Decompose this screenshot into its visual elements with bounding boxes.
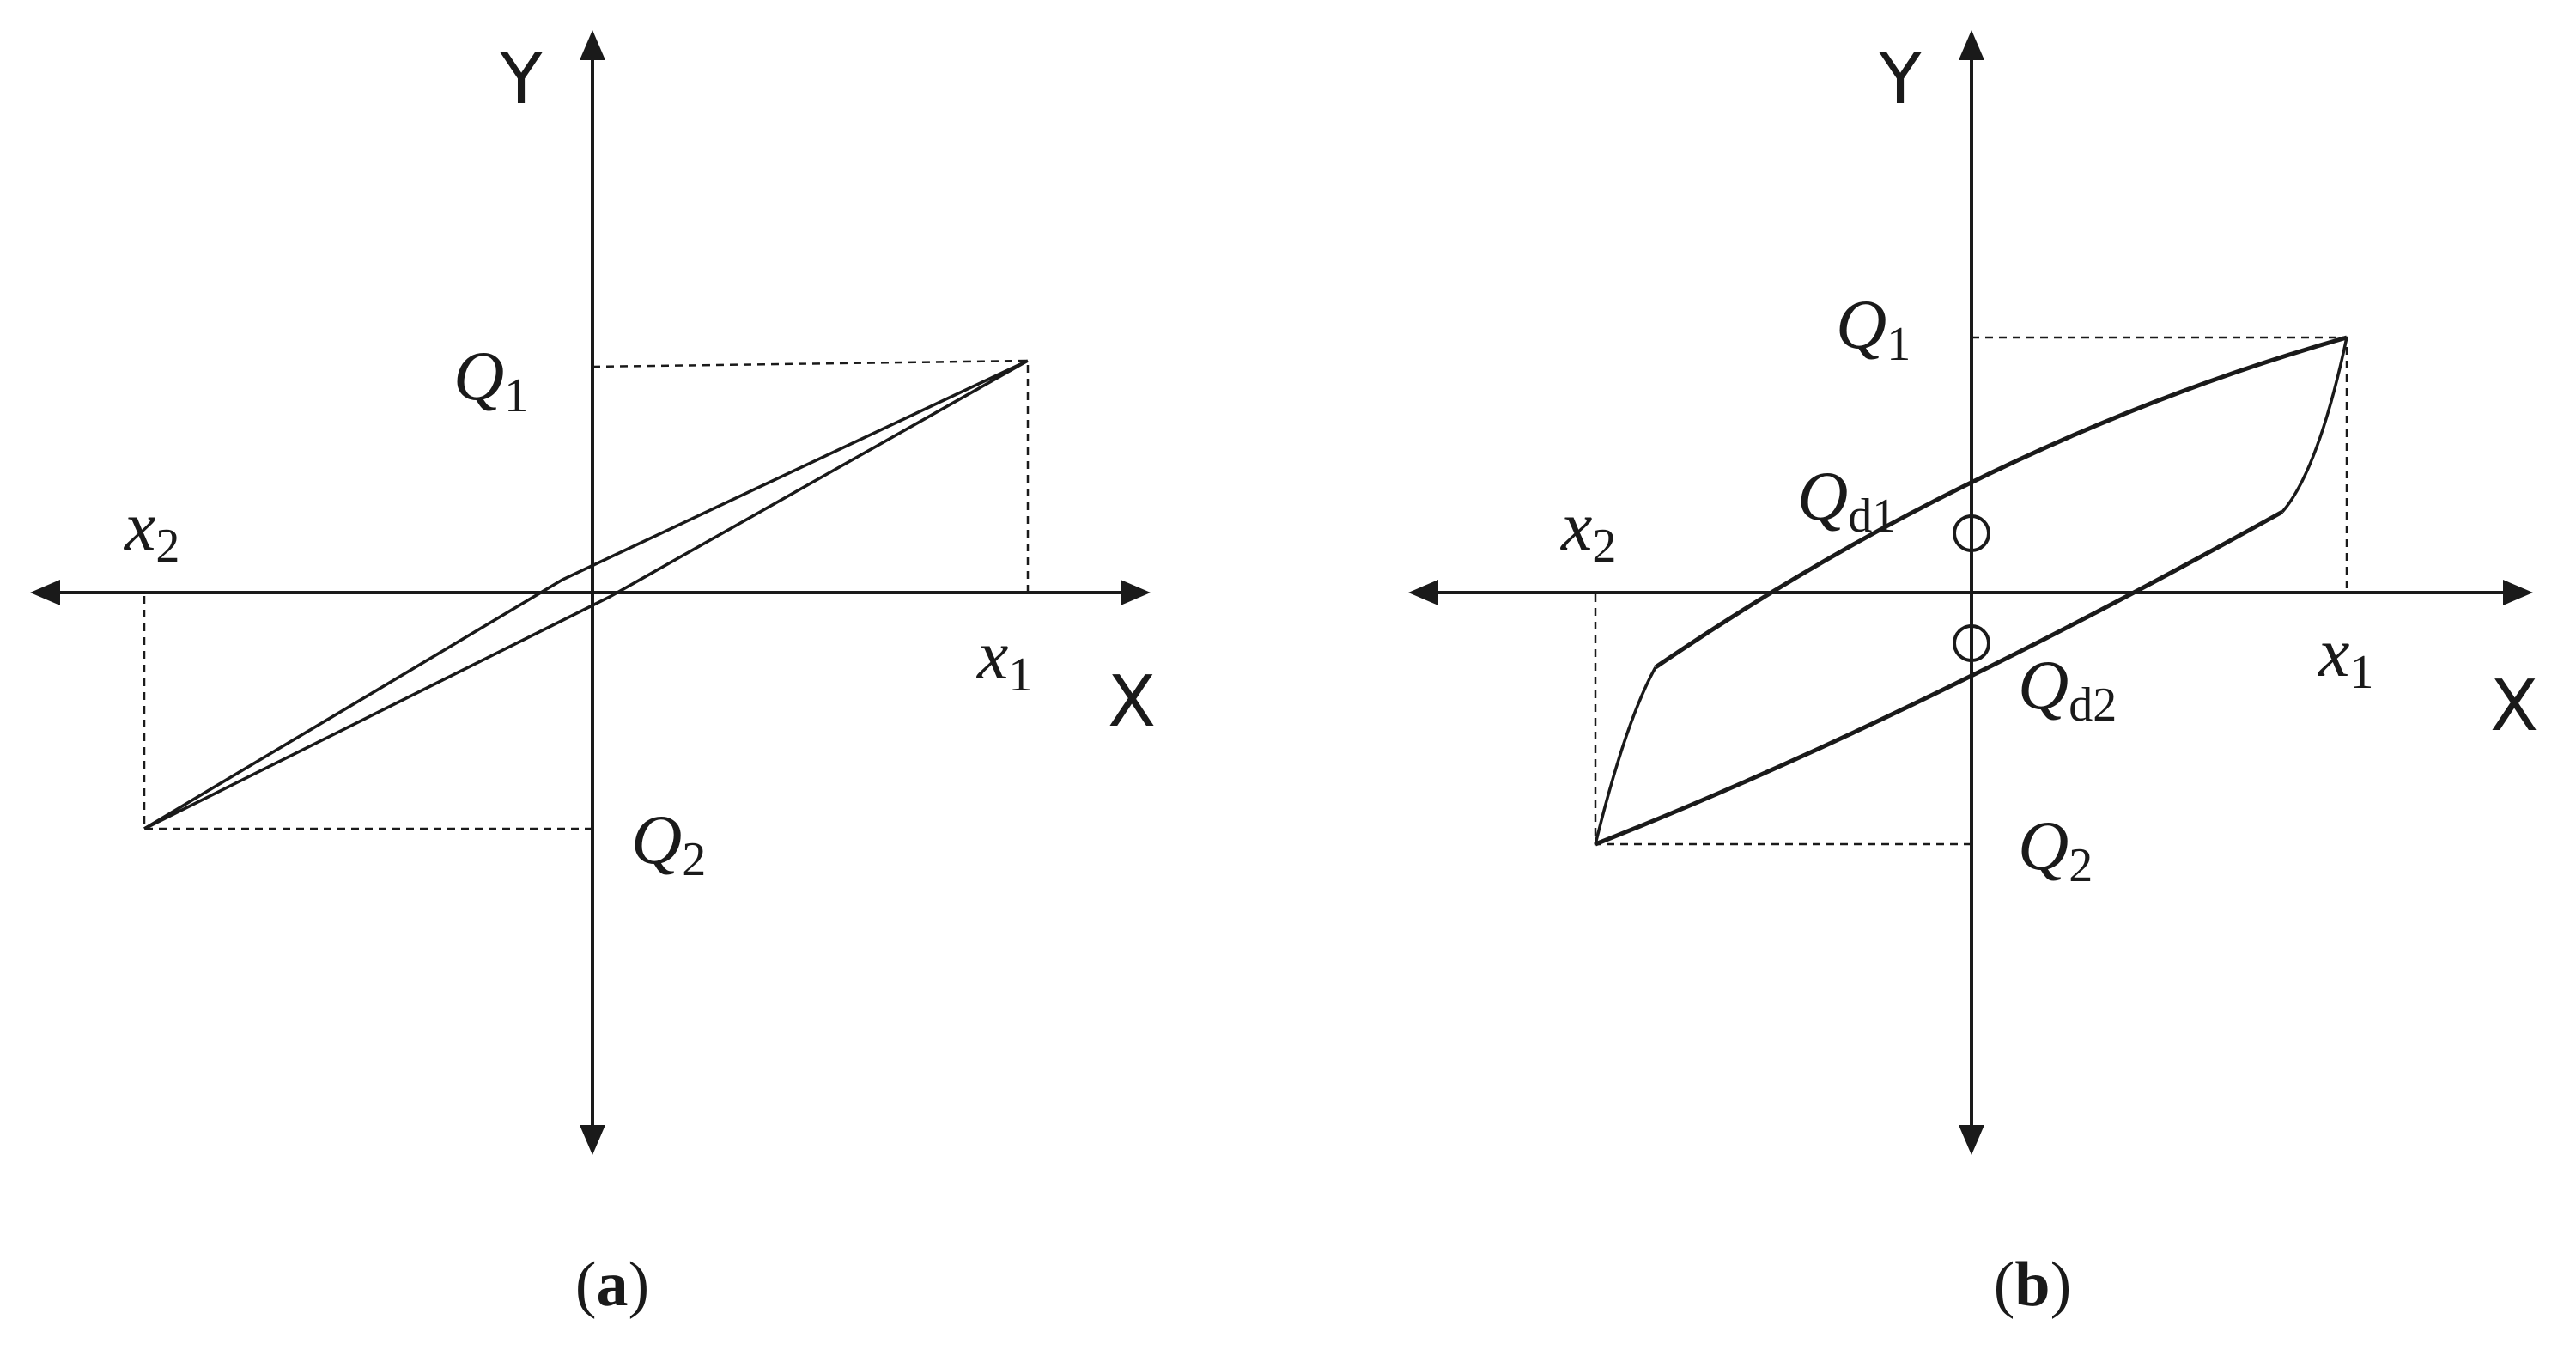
panel-b-qd2-marker — [1953, 624, 1990, 662]
panel-b-x-axis-left-arrow — [1408, 580, 1438, 605]
panel-b-y-axis-label: Y — [1878, 39, 1923, 120]
panel-b-qd1-marker — [1953, 514, 1990, 552]
panel-a-x1-label: x1 — [976, 616, 1032, 702]
panel-b-upper-left-knee — [1594, 666, 1657, 845]
panel-b-q1-guide — [1971, 336, 2348, 593]
panel-b-q2-guide — [1594, 593, 1971, 846]
panel-b-upper-branch — [1654, 335, 2348, 670]
panel-b-lower-right-knee — [2281, 337, 2348, 514]
panel-a-x2-label: x2 — [124, 487, 179, 573]
panel-a: Y X Q1 x2 x1 Q2 (a) — [30, 30, 1156, 1320]
panel-a-q1-label: Q1 — [453, 337, 528, 423]
panel-a-lower-branch — [143, 359, 1029, 830]
panel-b-q2-label: Q2 — [2018, 806, 2093, 892]
panel-a-q2-label: Q2 — [631, 800, 706, 886]
panel-a-q2-guide — [143, 593, 592, 830]
panel-b-x2-label: x2 — [1560, 487, 1616, 573]
panel-b-x-axis-label: X — [2490, 666, 2538, 747]
panel-b-qd2-label: Qd2 — [2018, 646, 2117, 732]
panel-b-q1-label: Q1 — [1836, 285, 1911, 371]
panel-b-y-axis-bottom-arrow — [1959, 1125, 1984, 1155]
panel-b-caption: (b) — [1994, 1250, 2071, 1320]
panel-b-x-axis-right-arrow — [2503, 580, 2533, 605]
panel-a-x-axis-right-arrow — [1121, 580, 1151, 605]
panel-a-y-axis-label: Y — [499, 39, 544, 120]
panel-a-upper-branch — [143, 359, 1029, 830]
panel-a-x-axis-left-arrow — [30, 580, 60, 605]
panel-a-y-axis-top-arrow — [580, 30, 605, 60]
panel-b-qd1-label: Qd1 — [1797, 457, 1896, 543]
panel-b-x1-label: x1 — [2318, 613, 2373, 699]
panel-a-x-axis-label: X — [1108, 661, 1156, 743]
panel-a-caption: (a) — [575, 1250, 649, 1320]
panel-b-y-axis-top-arrow — [1959, 30, 1984, 60]
panel-b: Y X Q1 Qd1 x2 x1 Qd2 Q2 (b) — [1408, 30, 2538, 1320]
panel-a-q1-guide — [592, 359, 1030, 593]
panel-a-y-axis-bottom-arrow — [580, 1125, 605, 1155]
panel-b-lower-branch — [1595, 509, 2284, 847]
